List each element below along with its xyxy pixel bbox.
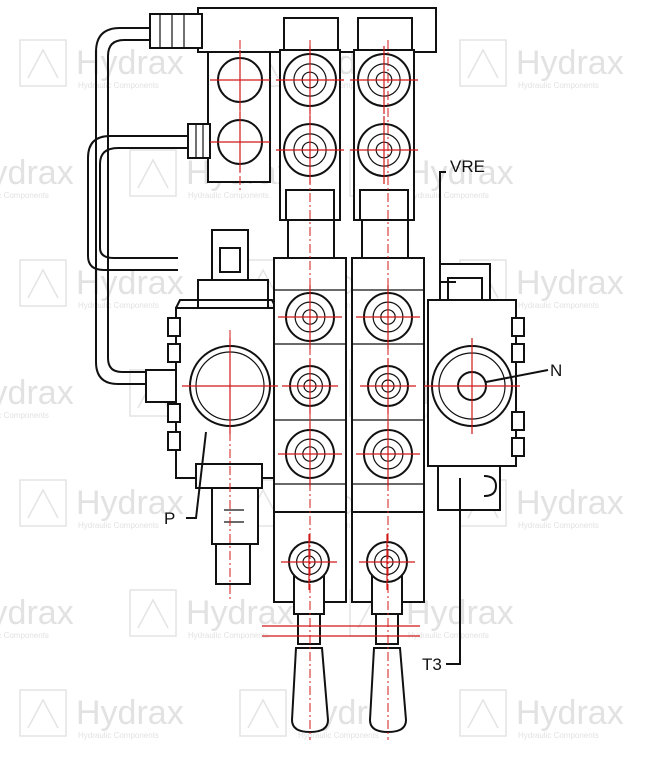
watermark-brand: Hydrax <box>0 154 74 192</box>
lever-handles <box>290 573 408 734</box>
top-manifold <box>149 7 437 53</box>
watermark-tagline: Hydraulic Components <box>0 191 49 200</box>
callout-n: N <box>485 361 562 383</box>
label-vre: VRE <box>450 157 485 176</box>
watermark-brand: Hydrax <box>516 694 624 732</box>
watermark-brand: Hydrax <box>0 374 74 412</box>
watermark-brand: Hydrax <box>0 594 74 632</box>
watermark-tagline: Hydraulic Components <box>518 521 599 530</box>
watermark-tagline: Hydraulic Components <box>78 301 159 310</box>
outlet-section <box>427 263 525 511</box>
watermark-tagline: Hydraulic Components <box>408 191 489 200</box>
watermark-brand: Hydrax <box>76 694 184 732</box>
watermark-brand: Hydrax <box>76 484 184 522</box>
label-n: N <box>550 361 562 380</box>
watermark-brand: Hydrax <box>516 484 624 522</box>
callout-p: P <box>164 431 207 528</box>
watermark-tagline: Hydraulic Components <box>518 301 599 310</box>
watermark-tagline: Hydraulic Components <box>78 731 159 740</box>
watermark-tagline: Hydraulic Components <box>78 521 159 530</box>
centerlines <box>182 40 520 740</box>
watermark-tagline: Hydraulic Components <box>0 631 49 640</box>
callout-vre: VRE <box>439 157 485 283</box>
watermark-brand: Hydrax <box>516 264 624 302</box>
inlet-section <box>145 229 277 585</box>
watermark-brand: Hydrax <box>406 154 514 192</box>
watermark-tagline: Hydraulic Components <box>78 81 159 90</box>
callout-t3: T3 <box>422 478 461 674</box>
watermark-tagline: Hydraulic Components <box>518 731 599 740</box>
label-t3: T3 <box>422 655 442 674</box>
watermark-brand: Hydrax <box>76 44 184 82</box>
hose-lines <box>87 27 192 385</box>
watermark-tagline: Hydraulic Components <box>408 631 489 640</box>
watermark-tagline: Hydraulic Components <box>188 631 269 640</box>
watermark-tagline: Hydraulic Components <box>298 731 379 740</box>
watermark-brand: Hydrax <box>516 44 624 82</box>
watermark-tagline: Hydraulic Components <box>0 411 49 420</box>
label-p: P <box>164 509 175 528</box>
watermark-tagline: Hydraulic Components <box>518 81 599 90</box>
watermark-tagline: Hydraulic Components <box>188 191 269 200</box>
